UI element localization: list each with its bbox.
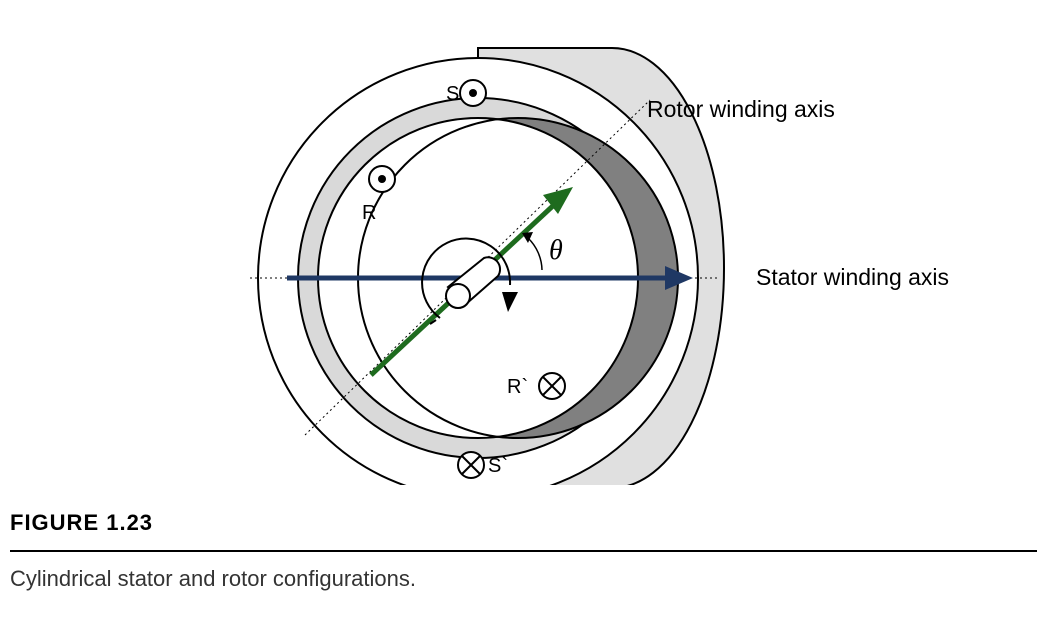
machine-cross-section-diagram: θ S S` R R` Rotor winding axis Stator wi… xyxy=(250,47,949,485)
theta-arc xyxy=(527,237,543,271)
shaft-icon xyxy=(445,256,501,309)
figure-number: FIGURE 1.23 xyxy=(10,510,154,535)
theta-label: θ xyxy=(549,235,563,266)
rotor-label-r: R xyxy=(362,202,376,224)
stator-label-s: S xyxy=(446,83,459,105)
rotor-axis-arrowhead xyxy=(543,187,573,214)
rotor-conductor-top xyxy=(368,165,396,193)
theta-arrowhead-icon xyxy=(522,232,533,243)
caption-divider xyxy=(10,550,1037,552)
stator-label-s-prime: S` xyxy=(488,455,508,477)
stator-axis-arrowhead xyxy=(665,266,693,290)
figure-caption: Cylindrical stator and rotor configurati… xyxy=(10,566,416,591)
rotor-conductor-bottom xyxy=(538,372,566,400)
rotor-side-crescent xyxy=(478,118,678,438)
rotor-label-r-prime: R` xyxy=(507,376,528,398)
stator-conductor-top xyxy=(459,79,487,107)
rotation-arc xyxy=(421,237,512,319)
rotation-arrowhead-icon xyxy=(502,292,518,312)
stator-winding-axis-label: Stator winding axis xyxy=(756,264,949,290)
stator-conductor-bottom xyxy=(457,451,485,479)
rotor-winding-axis-label: Rotor winding axis xyxy=(647,96,835,122)
